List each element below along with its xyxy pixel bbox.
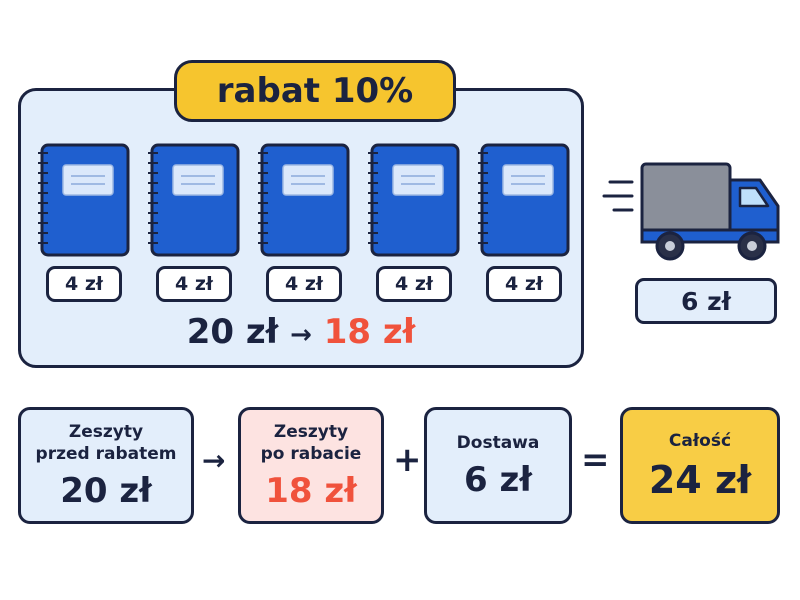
price-before-text: 20 zł	[186, 312, 279, 352]
delivery-label: Dostawa	[456, 432, 540, 453]
delivery-value: 6 zł	[464, 459, 532, 500]
plus-symbol: +	[393, 440, 422, 480]
notebook-icon	[148, 143, 240, 257]
after-label-line1: Zeszyty	[273, 421, 349, 442]
price-summary-line: 20 zł → 18 zł	[18, 312, 584, 352]
before-label-line2: przed rabatem	[35, 443, 177, 464]
arrow-symbol: →	[202, 444, 226, 477]
before-discount-box: Zeszyty przed rabatem 20 zł	[18, 407, 194, 524]
notebook-price: 4 zł	[46, 266, 122, 302]
price-after-text: 18 zł	[323, 312, 416, 352]
after-discount-box: Zeszyty po rabacie 18 zł	[238, 407, 384, 524]
notebook-price: 4 zł	[266, 266, 342, 302]
after-label-line2: po rabacie	[260, 443, 362, 464]
notebook-icon	[478, 143, 570, 257]
notebook-price: 4 zł	[376, 266, 452, 302]
before-value: 20 zł	[60, 470, 152, 511]
after-value: 18 zł	[265, 470, 357, 511]
notebook-price: 4 zł	[486, 266, 562, 302]
total-label: Całość	[668, 430, 732, 451]
before-label-line1: Zeszyty	[68, 421, 144, 442]
total-box: Całość 24 zł	[620, 407, 780, 524]
notebook-icon	[38, 143, 130, 257]
equals-symbol: =	[581, 440, 610, 480]
summary-arrow: →	[290, 320, 312, 350]
notebook-price: 4 zł	[156, 266, 232, 302]
discount-badge: rabat 10%	[174, 60, 456, 122]
notebook-icon	[258, 143, 350, 257]
delivery-box: Dostawa 6 zł	[424, 407, 572, 524]
delivery-price: 6 zł	[635, 278, 777, 324]
total-value: 24 zł	[648, 457, 752, 502]
truck-icon	[602, 162, 780, 261]
notebook-icon	[368, 143, 460, 257]
